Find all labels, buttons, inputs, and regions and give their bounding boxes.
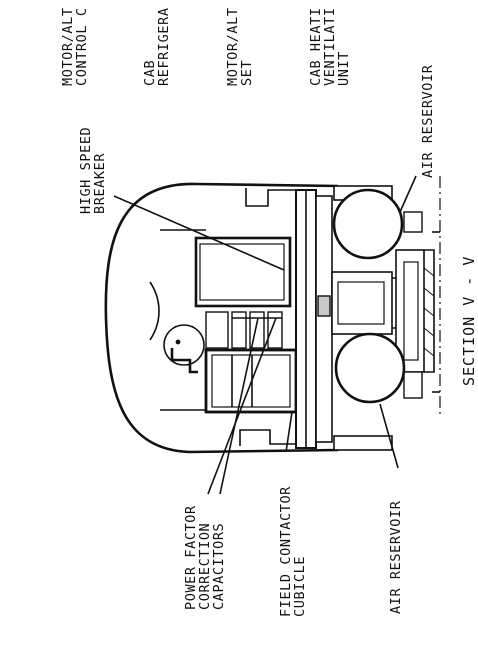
label-motor-alt-set-line1: MOTOR/ALT (225, 7, 241, 86)
underframe (295, 189, 333, 449)
label-cab-heating-line3: UNIT (336, 51, 352, 86)
label-motor-alt-set: MOTOR/ALT SET (225, 7, 255, 86)
motor-unit (163, 324, 205, 374)
label-field-contactor-line2: CUBICLE (292, 556, 308, 617)
section-title-text: SECTION V - V (460, 256, 478, 386)
label-field-contactor-line1: FIELD CONTACTOR (278, 486, 294, 617)
label-power-factor-line3: CAPACITORS (211, 523, 227, 610)
label-power-factor: POWER FACTOR CORRECTION CAPACITORS (183, 505, 227, 610)
label-cab-refrigeration: CAB REFRIGERA (142, 7, 172, 86)
air-reservoir-bottom-tank (334, 332, 406, 404)
label-motor-alt-control-line2: CONTROL C (74, 7, 90, 86)
body-shell (104, 182, 339, 454)
label-air-reservoir-top: AIR RESERVOIR (420, 64, 436, 178)
label-air-reservoir-bottom: AIR RESERVOIR (388, 500, 404, 614)
label-air-reservoir-top-text: AIR RESERVOIR (420, 64, 436, 178)
leader-lines (113, 175, 417, 495)
label-field-contactor: FIELD CONTACTOR CUBICLE (278, 486, 308, 617)
label-power-factor-line2: CORRECTION (197, 523, 213, 610)
center-equipment (317, 271, 418, 335)
label-motor-alt-control-line1: MOTOR/ALT (60, 7, 76, 86)
air-reservoir-top-tank (332, 188, 404, 260)
label-cab-heating-line1: CAB HEATI (308, 7, 324, 86)
reservoir-supports (333, 185, 440, 451)
label-high-speed-breaker-line2: BREAKER (92, 153, 108, 214)
power-factor-capacitors (231, 311, 283, 349)
label-cab-refrigeration-line1: CAB (142, 60, 158, 86)
high-speed-breaker-box (194, 236, 292, 308)
section-title: SECTION V - V (460, 256, 478, 386)
label-high-speed-breaker: HIGH SPEED BREAKER (78, 127, 108, 214)
label-cab-heating-line2: VENTILATI (322, 7, 338, 86)
label-motor-alt-control: MOTOR/ALT CONTROL C (60, 7, 90, 86)
label-cab-refrigeration-line2: REFRIGERA (156, 7, 172, 86)
left-panel (205, 311, 229, 349)
label-motor-alt-set-line2: SET (239, 60, 255, 86)
body-inner-profile (149, 188, 316, 446)
label-cab-heating: CAB HEATI VENTILATI UNIT (308, 7, 352, 86)
label-high-speed-breaker-line1: HIGH SPEED (78, 127, 94, 214)
label-power-factor-line1: POWER FACTOR (183, 505, 199, 610)
label-air-reservoir-bottom-text: AIR RESERVOIR (388, 500, 404, 614)
